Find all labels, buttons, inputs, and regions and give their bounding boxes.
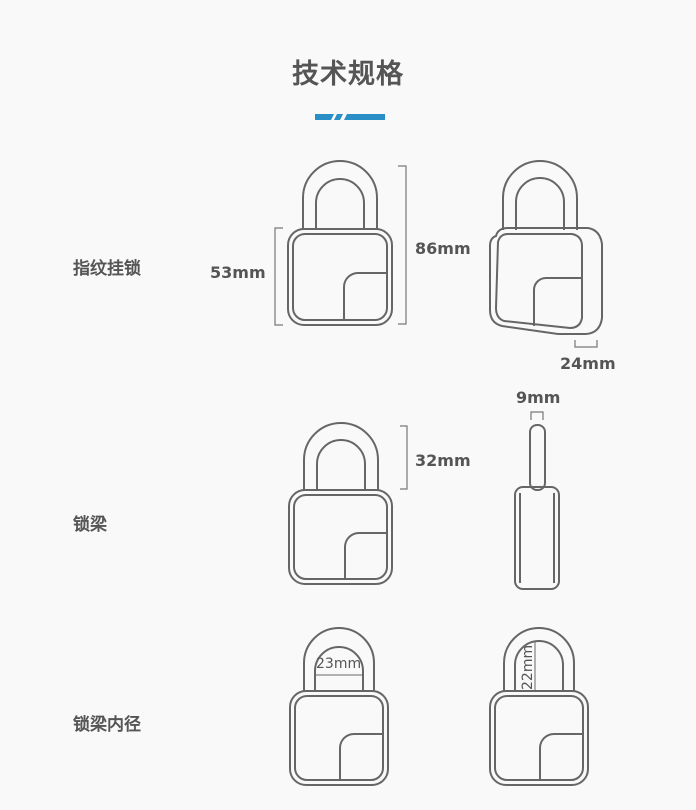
dim-total-height: 86mm [415,239,471,258]
padlock-inner-width-icon [289,627,389,786]
dim-shackle-diameter: 9mm [516,388,561,407]
dim-inner-width: 23mm [316,656,362,672]
padlock-front-icon [287,160,393,326]
total-height-bracket [398,165,407,325]
dim-depth: 24mm [560,354,616,373]
dim-shackle-height: 32mm [415,451,471,470]
padlock-inner-height-icon [489,627,589,786]
depth-bracket [574,340,598,348]
dim-body-height: 53mm [210,263,266,282]
padlock-shackle-front-icon [288,422,393,585]
title-divider [315,114,385,120]
row-label-shackle-inner: 锁梁内径 [73,715,141,735]
shackle-height-bracket [400,425,408,490]
row-label-fingerprint-padlock: 指纹挂锁 [73,259,141,279]
page-title: 技术规格 [292,59,404,90]
body-height-bracket [274,227,283,326]
dim-inner-height: 22mm [520,644,536,690]
row-label-shackle: 锁梁 [73,515,107,535]
padlock-side-icon [514,424,560,590]
padlock-angled-icon [489,160,603,335]
shackle-diameter-bracket [530,411,544,420]
